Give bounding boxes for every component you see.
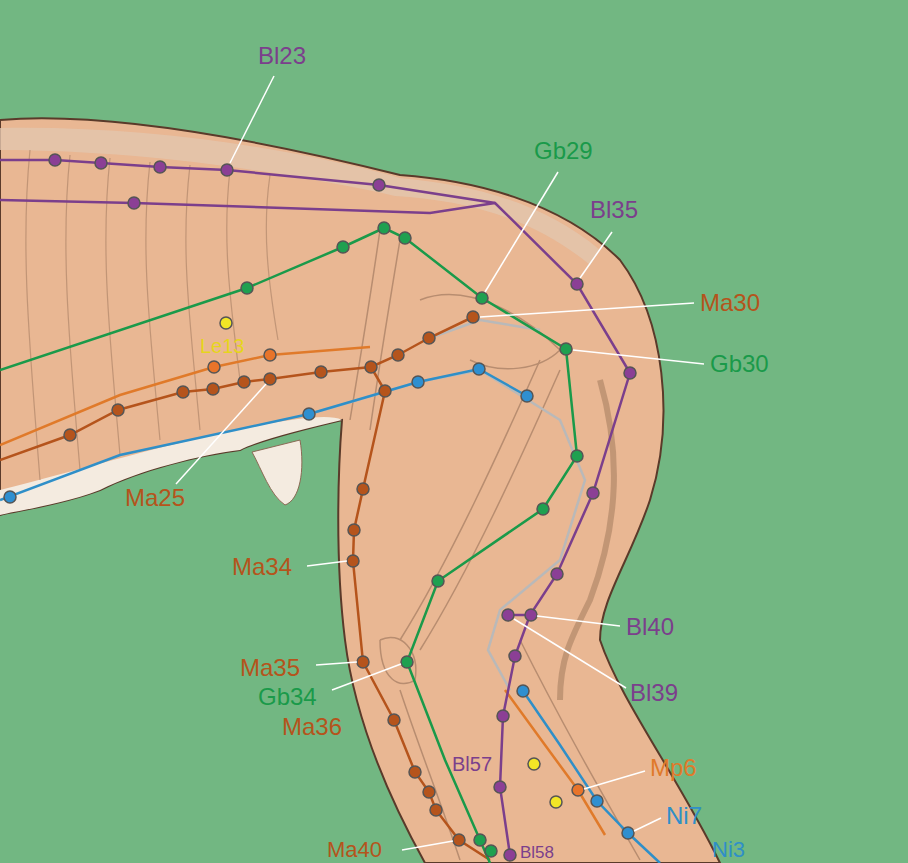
- point-label: Bl58: [520, 844, 554, 861]
- point-label: Gb30: [710, 352, 769, 376]
- point-label: Gb34: [258, 685, 317, 709]
- point-label: Ma34: [232, 555, 292, 579]
- point-label: Ma30: [700, 291, 760, 315]
- point-label: Ni7: [666, 804, 702, 828]
- point-label: Gb29: [534, 139, 593, 163]
- point-label: Ma40: [327, 839, 382, 861]
- point-label: Bl57: [452, 754, 492, 774]
- point-label: Bl40: [626, 615, 674, 639]
- point-label: Bl39: [630, 681, 678, 705]
- point-label: Ma25: [125, 486, 185, 510]
- point-label: Ma36: [282, 715, 342, 739]
- point-label: Mp6: [650, 756, 697, 780]
- point-label: Ni3: [712, 839, 745, 861]
- point-label: Ma35: [240, 656, 300, 680]
- point-label: Bl23: [258, 44, 306, 68]
- point-label: Le13: [200, 336, 245, 356]
- point-label: Bl35: [590, 198, 638, 222]
